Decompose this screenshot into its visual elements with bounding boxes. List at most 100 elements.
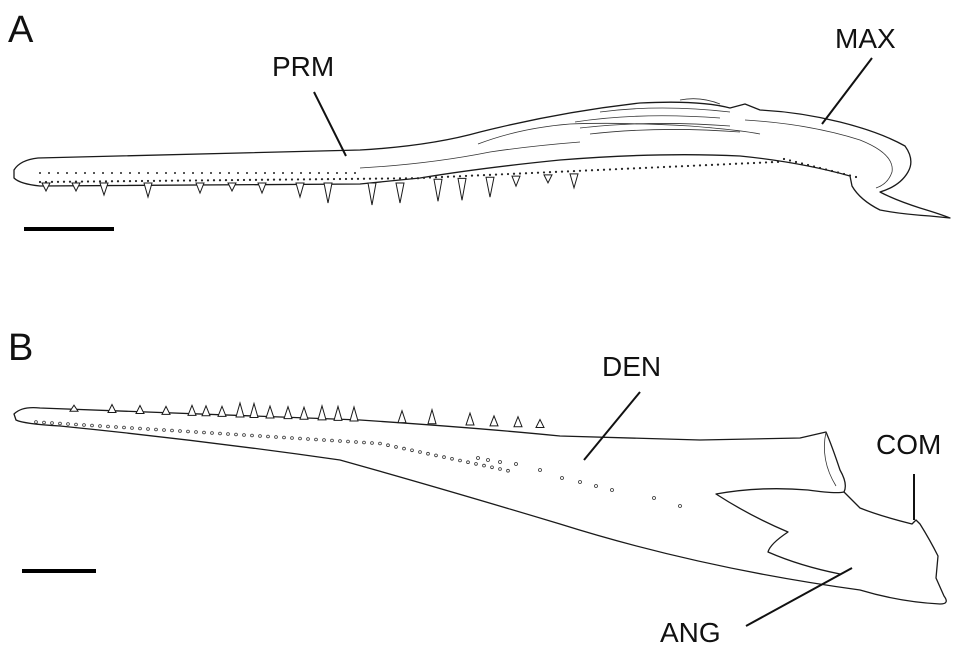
tooth-base-dot — [699, 164, 701, 166]
tooth-base-dot — [84, 172, 86, 174]
dentary-pore — [283, 436, 286, 439]
premaxilla-fang — [570, 174, 578, 188]
tooth-base-dot — [219, 179, 221, 181]
tooth-base-dot — [201, 172, 203, 174]
dentary-tooth — [350, 407, 358, 421]
tooth-base-dot — [249, 179, 251, 181]
tooth-base-dot — [375, 178, 377, 180]
dentary-pore — [363, 441, 366, 444]
dentary-pore — [267, 435, 270, 438]
dentary-pore — [259, 435, 262, 438]
dentary-pore — [67, 423, 70, 426]
prm-label: PRM — [272, 51, 334, 82]
dentary-pore — [179, 430, 182, 433]
tooth-base-dot — [309, 172, 311, 174]
tooth-base-dot — [129, 180, 131, 182]
dentary-tooth — [334, 406, 342, 420]
tooth-base-dot — [651, 166, 653, 168]
tooth-base-dot — [381, 177, 383, 179]
tooth-base-dot — [87, 180, 89, 182]
dentary-tooth — [514, 417, 522, 427]
dentary-tooth — [70, 405, 78, 411]
dentary-pore — [243, 434, 246, 437]
dentary-pore — [163, 429, 166, 432]
tooth-base-dot — [639, 167, 641, 169]
tooth-base-dot — [99, 180, 101, 182]
tooth-base-dot — [717, 163, 719, 165]
tooth-base-dot — [531, 172, 533, 174]
tooth-base-dot — [525, 172, 527, 174]
tooth-base-dot — [657, 166, 659, 168]
premaxilla-ridge — [360, 142, 580, 168]
dentary-pore — [411, 449, 414, 452]
tooth-base-dot — [315, 178, 317, 180]
tooth-base-dot — [228, 172, 230, 174]
dentary-pore — [155, 428, 158, 431]
dentary-pore — [139, 427, 142, 430]
dentary-pore — [483, 464, 486, 467]
dentary-pore — [307, 438, 310, 441]
tooth-base-dot — [267, 179, 269, 181]
tooth-base-dot — [831, 170, 833, 172]
tooth-base-dot — [369, 178, 371, 180]
dentary-pore — [171, 429, 174, 432]
premaxilla-fang — [196, 183, 204, 193]
tooth-base-dot — [177, 180, 179, 182]
ang-label: ANG — [660, 617, 721, 648]
tooth-base-dot — [165, 172, 167, 174]
tooth-base-dot — [735, 163, 737, 165]
tooth-base-dot — [501, 173, 503, 175]
tooth-base-dot — [393, 177, 395, 179]
tooth-base-dot — [399, 177, 401, 179]
dentary-pore — [475, 463, 478, 466]
dentary-pore — [299, 437, 302, 440]
dentary-tooth — [266, 406, 274, 418]
dentary-pore — [595, 485, 598, 488]
tooth-base-dot — [195, 179, 197, 181]
dentary-pore — [387, 444, 390, 447]
maxilla-striations — [575, 99, 740, 134]
com-label: COM — [876, 429, 941, 460]
tooth-base-dot — [183, 172, 185, 174]
premaxilla-fang — [458, 178, 466, 200]
tooth-base-dot — [75, 172, 77, 174]
dentary-pore — [427, 452, 430, 455]
den-label: DEN — [602, 351, 661, 382]
tooth-base-dot — [609, 168, 611, 170]
dentary-pore — [395, 446, 398, 449]
tooth-base-dot — [357, 178, 359, 180]
prm-leader — [314, 92, 346, 156]
tooth-base-dot — [849, 174, 851, 176]
tooth-base-dot — [171, 180, 173, 182]
dentary-tooth — [136, 406, 144, 414]
tooth-base-dot — [189, 179, 191, 181]
tooth-base-dot — [135, 180, 137, 182]
tooth-base-dot — [207, 179, 209, 181]
tooth-base-dot — [567, 170, 569, 172]
tooth-base-dot — [147, 180, 149, 182]
dentary-pore — [251, 434, 254, 437]
maxilla-process — [478, 123, 760, 144]
tooth-base-dot — [75, 181, 77, 183]
tooth-base-dot — [855, 176, 857, 178]
tooth-base-dot — [675, 165, 677, 167]
tooth-base-dot — [705, 164, 707, 166]
tooth-base-dot — [489, 174, 491, 176]
tooth-base-dot — [141, 180, 143, 182]
max-leader — [822, 58, 872, 124]
premaxilla-fang — [396, 183, 404, 203]
tooth-base-dot — [663, 166, 665, 168]
dentary-pore — [579, 481, 582, 484]
tooth-base-dot — [459, 175, 461, 177]
tooth-base-dot — [555, 171, 557, 173]
tooth-base-dot — [441, 176, 443, 178]
tooth-base-dot — [261, 179, 263, 181]
premaxilla-fang — [228, 183, 236, 191]
tooth-base-dot — [423, 177, 425, 179]
tooth-base-dot — [327, 178, 329, 180]
max-label: MAX — [835, 23, 896, 54]
tooth-base-dot — [807, 164, 809, 166]
tooth-base-dot — [585, 169, 587, 171]
tooth-base-dot — [723, 163, 725, 165]
tooth-base-dot — [645, 167, 647, 169]
